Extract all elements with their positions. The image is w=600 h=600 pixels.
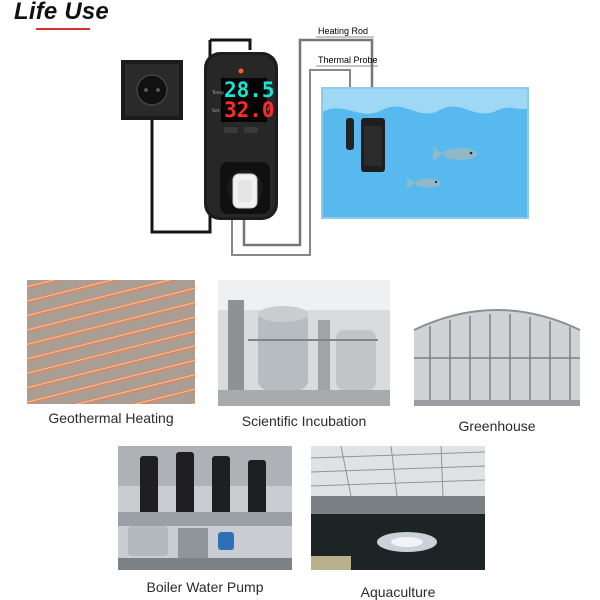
greenhouse-photo <box>410 300 584 410</box>
thermostat-diagram: Temp Set ℃ ℃ 28.5 32.0 H <box>121 26 529 256</box>
svg-text:Set: Set <box>212 108 220 114</box>
wall-socket <box>121 60 183 120</box>
fish <box>433 147 477 161</box>
aquarium-tank <box>321 87 529 219</box>
fish <box>407 178 441 188</box>
aquaculture-photo <box>311 446 485 570</box>
caption-aquaculture: Aquaculture <box>360 584 436 600</box>
thermostat-controller: Temp Set ℃ ℃ <box>204 52 278 220</box>
svg-text:℃: ℃ <box>268 106 274 112</box>
svg-text:Temp: Temp <box>211 90 224 96</box>
heating-rod <box>361 118 385 172</box>
caption-boiler-water-pump: Boiler Water Pump <box>146 579 264 595</box>
geothermal-heating-photo <box>27 280 195 404</box>
boiler-water-pump-photo <box>118 446 292 570</box>
title-underline <box>36 28 90 30</box>
caption-greenhouse: Greenhouse <box>458 418 536 434</box>
thermal-probe-label: Thermal Probe <box>318 55 378 65</box>
scientific-incubation-photo <box>218 280 390 406</box>
set-temp-display: 32.0 <box>224 98 275 122</box>
caption-scientific-incubation: Scientific Incubation <box>241 413 367 429</box>
caption-geothermal: Geothermal Heating <box>48 410 174 426</box>
thermal-probe <box>346 118 354 150</box>
svg-text:℃: ℃ <box>268 88 274 94</box>
current-temp-display: 28.5 <box>224 78 275 102</box>
page-title: Life Use <box>14 0 109 25</box>
power-plug <box>232 173 258 209</box>
heating-rod-label: Heating Rod <box>318 26 368 36</box>
